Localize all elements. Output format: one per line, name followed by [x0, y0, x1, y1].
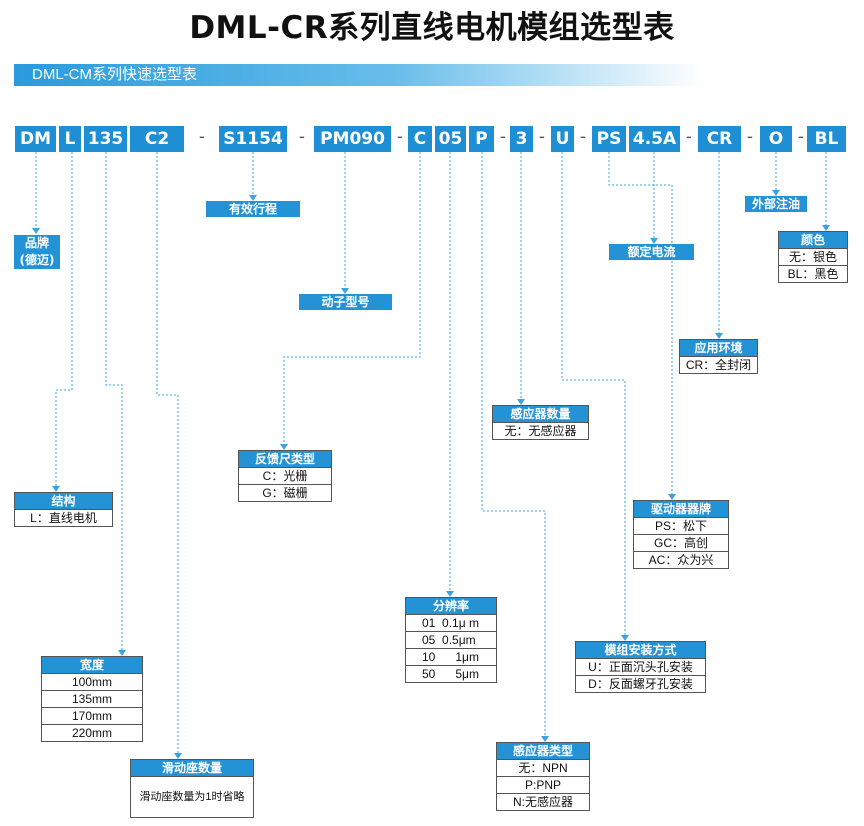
- sensor-type-table: 感应器类型 无：NPN P:PNP N:无感应器: [496, 742, 590, 811]
- table-row: BL：黑色: [779, 265, 847, 282]
- brand-title: 品牌: [24, 236, 49, 250]
- code-separator: -: [685, 127, 693, 147]
- color-table-title: 颜色: [779, 232, 847, 248]
- sensor-count-table-title: 感应器数量: [493, 406, 588, 422]
- resolution-table: 分辨率 01 0.1μ m 05 0.5μm 10 1μm 50 5μm: [405, 597, 497, 683]
- feedback-table-title: 反馈尺类型: [239, 451, 331, 467]
- sensor-type-table-title: 感应器类型: [497, 743, 589, 759]
- brand-label: 品牌 (德迈): [14, 235, 60, 269]
- table-row: U：正面沉头孔安装: [576, 658, 705, 675]
- slider-count-note: 滑动座数量为1时省略: [131, 776, 253, 817]
- code-seg-sensor-count: 3: [510, 126, 533, 152]
- table-row: 无：银色: [779, 248, 847, 265]
- table-row: L：直线电机: [15, 509, 112, 526]
- slider-count-table: 滑动座数量 滑动座数量为1时省略: [130, 759, 254, 818]
- code-seg-brand: DM: [15, 126, 56, 152]
- code-separator: -: [746, 127, 754, 147]
- page-title: DML-CR系列直线电机模组选型表: [189, 10, 675, 46]
- table-row: CR：全封闭: [680, 356, 757, 373]
- environment-table-title: 应用环境: [680, 340, 757, 356]
- structure-table: 结构 L：直线电机: [14, 492, 113, 527]
- sensor-count-table: 感应器数量 无：无感应器: [492, 405, 589, 440]
- code-seg-oil: O: [760, 126, 792, 152]
- table-row: G：磁栅: [239, 484, 331, 501]
- external-oil-label: 外部注油: [745, 196, 807, 212]
- code-seg-slider-count: C2: [130, 126, 184, 152]
- code-separator: -: [538, 127, 546, 147]
- table-row: 170mm: [42, 707, 142, 724]
- table-row: N:无感应器: [497, 793, 589, 810]
- code-seg-stroke: S1154: [219, 126, 287, 152]
- mounting-table-title: 模组安装方式: [576, 642, 705, 658]
- table-row: 01 0.1μ m: [406, 614, 496, 631]
- table-row: AC：众为兴: [634, 551, 728, 568]
- code-seg-sensor-type: P: [469, 126, 494, 152]
- rated-current-label: 额定电流: [609, 244, 694, 260]
- table-row: P:PNP: [497, 776, 589, 793]
- code-separator: -: [198, 127, 206, 147]
- feedback-table: 反馈尺类型 C：光栅 G：磁栅: [238, 450, 332, 502]
- table-row: 无：无感应器: [493, 422, 588, 439]
- code-separator: -: [396, 127, 404, 147]
- structure-table-title: 结构: [15, 493, 112, 509]
- table-row: 220mm: [42, 724, 142, 741]
- code-seg-motor-model: PM090: [314, 126, 391, 152]
- table-row: 05 0.5μm: [406, 631, 496, 648]
- code-separator: -: [579, 127, 587, 147]
- table-row: 100mm: [42, 673, 142, 690]
- table-row: 无：NPN: [497, 759, 589, 776]
- width-table-title: 宽度: [42, 657, 142, 673]
- driver-brand-table: 驱动器器牌 PS：松下 GC：高创 AC：众为兴: [633, 500, 729, 569]
- code-separator: -: [298, 127, 306, 147]
- environment-table: 应用环境 CR：全封闭: [679, 339, 758, 374]
- code-seg-driver: PS: [592, 126, 626, 152]
- code-seg-mounting: U: [551, 126, 574, 152]
- table-row: C：光栅: [239, 467, 331, 484]
- mounting-table: 模组安装方式 U：正面沉头孔安装 D：反面螺牙孔安装: [575, 641, 706, 693]
- code-separator: -: [499, 127, 507, 147]
- brand-value: (德迈): [19, 253, 55, 267]
- table-row: 10 1μm: [406, 648, 496, 665]
- table-row: 50 5μm: [406, 665, 496, 682]
- stroke-label: 有效行程: [206, 201, 300, 217]
- width-table: 宽度 100mm 135mm 170mm 220mm: [41, 656, 143, 742]
- code-seg-resolution: 05: [435, 126, 466, 152]
- code-seg-current: 4.5A: [629, 126, 680, 152]
- code-seg-structure: L: [59, 126, 81, 152]
- slider-count-table-title: 滑动座数量: [131, 760, 253, 776]
- code-seg-width: 135: [84, 126, 127, 152]
- resolution-table-title: 分辨率: [406, 598, 496, 614]
- motor-model-label: 动子型号: [299, 294, 392, 310]
- code-separator: -: [797, 127, 805, 147]
- driver-brand-table-title: 驱动器器牌: [634, 501, 728, 517]
- table-row: PS：松下: [634, 517, 728, 534]
- table-row: 135mm: [42, 690, 142, 707]
- code-seg-color: BL: [807, 126, 846, 152]
- table-row: GC：高创: [634, 534, 728, 551]
- table-row: D：反面螺牙孔安装: [576, 675, 705, 692]
- color-table: 颜色 无：银色 BL：黑色: [778, 231, 848, 283]
- code-seg-environment: CR: [698, 126, 741, 152]
- section-header-bar: DML-CM系列快速选型表: [14, 64, 704, 86]
- code-seg-feedback: C: [408, 126, 432, 152]
